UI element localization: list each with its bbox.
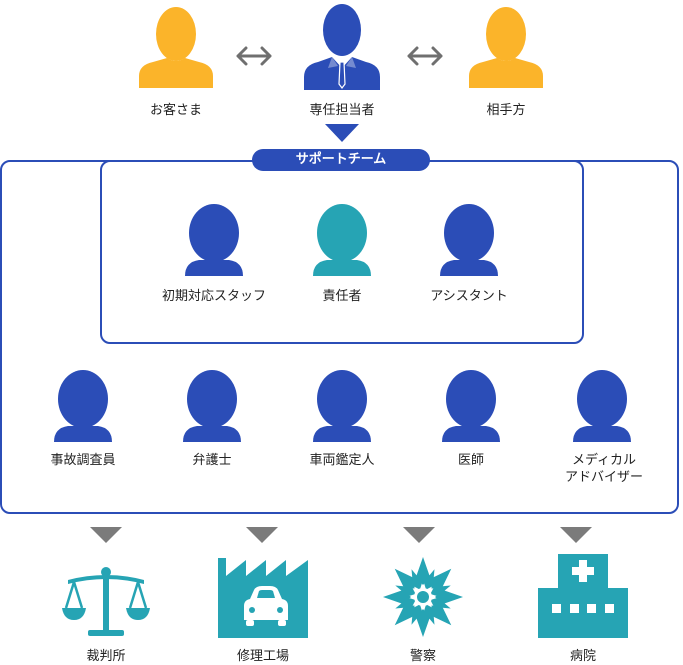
facility-label: 修理工場 bbox=[236, 649, 290, 664]
specialist-label: 車両鑑定人 bbox=[309, 453, 375, 468]
customer-label: お客さま bbox=[149, 103, 203, 118]
facility-label: 裁判所 bbox=[86, 649, 126, 664]
customer-person-icon bbox=[137, 2, 215, 88]
support-team-badge: サポートチーム bbox=[252, 149, 430, 171]
agent-label: 専任担当者 bbox=[309, 103, 375, 118]
person-icon bbox=[442, 370, 500, 442]
facility-label: 病院 bbox=[569, 649, 597, 664]
factory-icon bbox=[218, 556, 308, 638]
counterparty-label: 相手方 bbox=[486, 103, 526, 118]
person-icon bbox=[573, 370, 631, 442]
team-member-label: アシスタント bbox=[430, 289, 508, 304]
person-icon bbox=[54, 370, 112, 442]
hospital-icon bbox=[538, 554, 628, 638]
down-triangle-icon bbox=[246, 527, 278, 543]
down-triangle-icon bbox=[560, 527, 592, 543]
police-emblem-icon bbox=[383, 557, 463, 637]
bidirectional-arrow-icon bbox=[234, 44, 274, 68]
specialist-label: メディカル アドバイザー bbox=[564, 453, 644, 485]
team-member-label: 初期対応スタッフ bbox=[161, 289, 267, 304]
bidirectional-arrow-icon bbox=[405, 44, 445, 68]
person-icon bbox=[440, 204, 498, 276]
person-icon bbox=[185, 204, 243, 276]
specialist-label: 事故調査員 bbox=[50, 453, 116, 468]
person-icon bbox=[183, 370, 241, 442]
counterparty-person-icon bbox=[467, 2, 545, 88]
facility-label: 警察 bbox=[409, 649, 437, 664]
leader-person-icon bbox=[313, 204, 371, 276]
scales-icon bbox=[62, 566, 150, 638]
person-icon bbox=[313, 370, 371, 442]
down-triangle-icon bbox=[90, 527, 122, 543]
down-triangle-icon bbox=[403, 527, 435, 543]
team-member-label: 責任者 bbox=[322, 289, 362, 304]
down-triangle-icon bbox=[325, 124, 359, 142]
agent-person-icon bbox=[302, 0, 382, 90]
specialist-label: 医師 bbox=[457, 453, 485, 468]
specialist-label: 弁護士 bbox=[192, 453, 232, 468]
